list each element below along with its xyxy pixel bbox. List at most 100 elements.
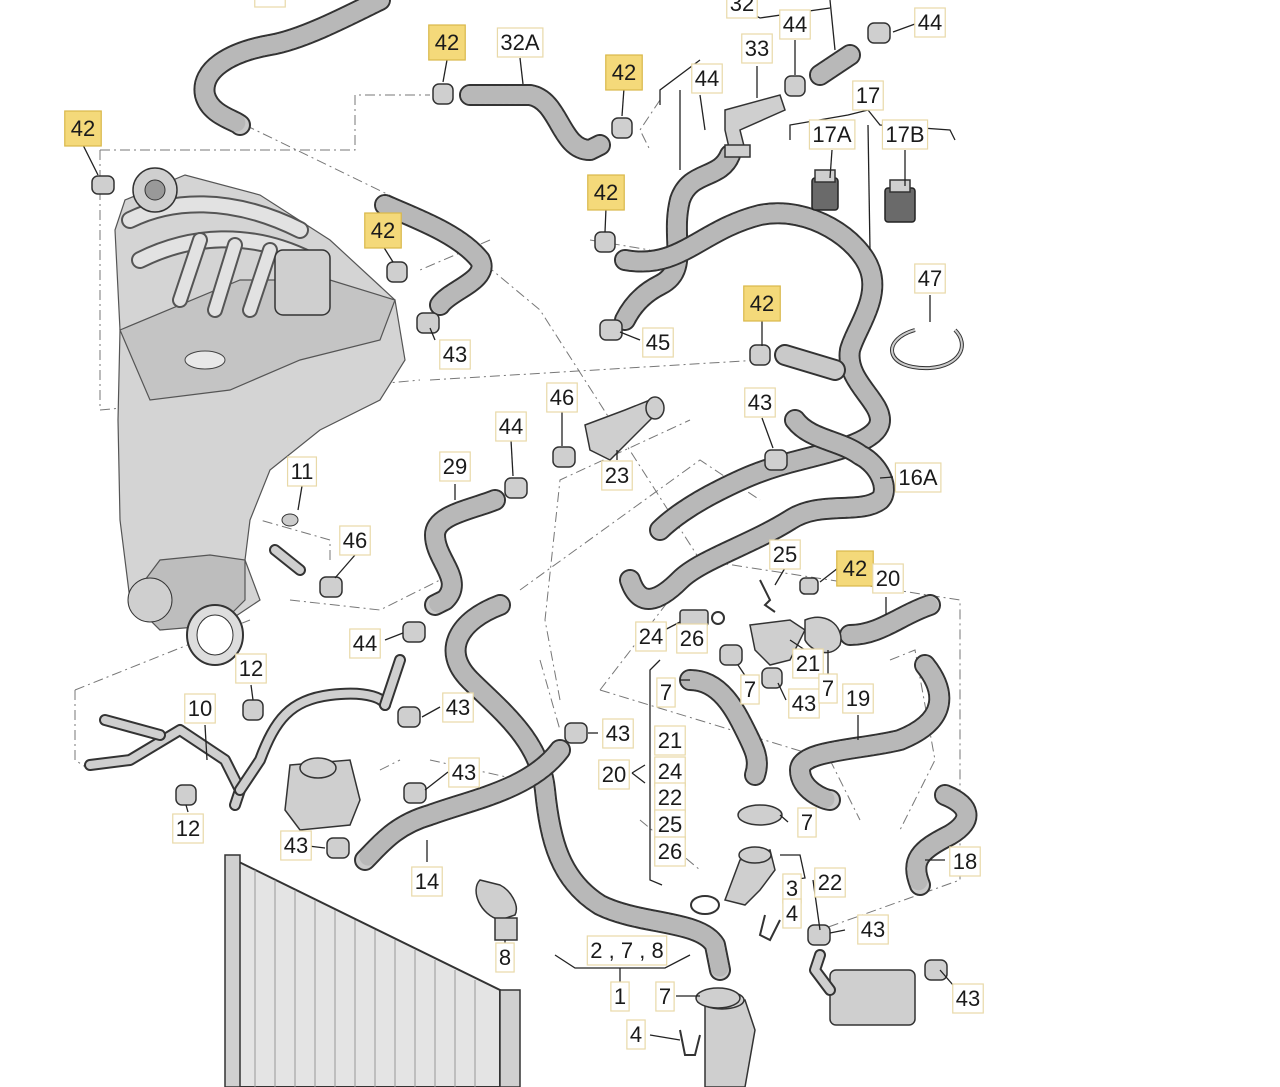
label-box xyxy=(642,327,674,358)
callout-label-text: 17 xyxy=(856,83,880,108)
callout-label: 25 xyxy=(769,539,801,570)
label-box xyxy=(792,648,824,679)
callout-label: 42 xyxy=(428,24,466,61)
label-box xyxy=(691,63,723,94)
callout-label: 26 xyxy=(654,836,686,867)
label-box xyxy=(654,836,686,867)
callout-label: 43 xyxy=(439,339,471,370)
callout-label-text: 26 xyxy=(680,626,704,651)
label-box xyxy=(914,7,946,38)
callout-label-text: 43 xyxy=(443,342,467,367)
callout-label-text: 12 xyxy=(176,816,200,841)
callout-label-text: 24 xyxy=(639,624,663,649)
label-box xyxy=(741,33,773,64)
callout-label: 17B xyxy=(881,119,929,150)
leader-lines xyxy=(82,0,956,1041)
callout-label-text: 42 xyxy=(612,60,636,85)
callout-labels: 344232A4232334444441717A17B4242424743454… xyxy=(64,0,984,1050)
label-box xyxy=(814,867,846,898)
callout-label: 25 xyxy=(654,809,686,840)
callout-label: 46 xyxy=(339,525,371,556)
callout-label-text: 46 xyxy=(343,528,367,553)
label-box xyxy=(676,623,708,654)
callout-label: 32A xyxy=(496,27,544,58)
callout-label-text: 19 xyxy=(846,686,870,711)
label-box xyxy=(601,460,633,491)
callout-label: 42 xyxy=(587,174,625,211)
label-box xyxy=(782,898,802,929)
callout-label: 43 xyxy=(442,692,474,723)
label-box xyxy=(788,688,820,719)
callout-label: 4 xyxy=(782,898,802,929)
callout-label-text: 21 xyxy=(658,728,682,753)
callout-label: 7 xyxy=(818,673,838,704)
callout-label-text: 42 xyxy=(750,291,774,316)
callout-label: 44 xyxy=(779,9,811,40)
label-box xyxy=(881,119,929,150)
callout-label: 26 xyxy=(676,623,708,654)
callout-label: 7 xyxy=(655,981,675,1012)
callout-label-text: 43 xyxy=(748,390,772,415)
callout-label: 10 xyxy=(184,693,216,724)
callout-label: 3 xyxy=(782,873,802,904)
callout-label: 42 xyxy=(743,285,781,322)
highlighted-label-box xyxy=(836,550,874,587)
callout-label-text: 7 xyxy=(660,680,672,705)
callout-label-text: 17B xyxy=(885,122,924,147)
callout-label: 43 xyxy=(788,688,820,719)
callout-label: 22 xyxy=(654,782,686,813)
label-box xyxy=(656,677,676,708)
label-box xyxy=(349,628,381,659)
callout-label: 44 xyxy=(914,7,946,38)
callout-label-text: 1 xyxy=(614,984,626,1009)
label-box xyxy=(779,9,811,40)
label-box xyxy=(744,387,776,418)
callout-label: 19 xyxy=(842,683,874,714)
label-box xyxy=(872,563,904,594)
callout-label-text: 43 xyxy=(446,695,470,720)
callout-label-text: 3 xyxy=(786,876,798,901)
callout-label-text: 16A xyxy=(898,465,937,490)
label-box xyxy=(184,693,216,724)
callout-label: 29 xyxy=(439,451,471,482)
callout-label-text: 34 xyxy=(258,0,282,5)
highlighted-label-box xyxy=(605,54,643,91)
label-box xyxy=(797,807,817,838)
callout-label-text: 8 xyxy=(499,945,511,970)
label-box xyxy=(495,942,515,973)
callout-label-text: 33 xyxy=(745,36,769,61)
highlighted-label-box xyxy=(743,285,781,322)
callout-label-text: 43 xyxy=(284,833,308,858)
callout-label: 20 xyxy=(598,759,630,790)
callout-label: 7 xyxy=(740,674,760,705)
label-box xyxy=(411,866,443,897)
callout-label: 24 xyxy=(635,621,667,652)
callout-label-text: 44 xyxy=(353,631,377,656)
callout-label-text: 7 xyxy=(801,810,813,835)
callout-label: 4 xyxy=(626,1019,646,1050)
label-box xyxy=(769,539,801,570)
callout-label: 21 xyxy=(654,725,686,756)
callout-label: 42 xyxy=(836,550,874,587)
callout-label-text: 47 xyxy=(918,266,942,291)
callout-label: 42 xyxy=(364,212,402,249)
label-box xyxy=(546,382,578,413)
callout-label-text: 22 xyxy=(658,785,682,810)
callout-label-text: 44 xyxy=(783,12,807,37)
callout-label-text: 42 xyxy=(435,30,459,55)
callout-label-text: 43 xyxy=(606,721,630,746)
callout-label-text: 44 xyxy=(695,66,719,91)
label-box xyxy=(818,673,838,704)
callout-label-text: 2 , 7 , 8 xyxy=(590,938,663,963)
callout-label: 7 xyxy=(797,807,817,838)
callout-label: 23 xyxy=(601,460,633,491)
label-box xyxy=(726,0,758,19)
callout-label: 42 xyxy=(64,110,102,147)
label-box xyxy=(626,1019,646,1050)
callout-label-text: 44 xyxy=(499,414,523,439)
callout-label-text: 45 xyxy=(646,330,670,355)
callout-label: 34 xyxy=(254,0,286,8)
callout-label: 42 xyxy=(605,54,643,91)
callout-label: 12 xyxy=(235,653,267,684)
callout-label: 8 xyxy=(495,942,515,973)
